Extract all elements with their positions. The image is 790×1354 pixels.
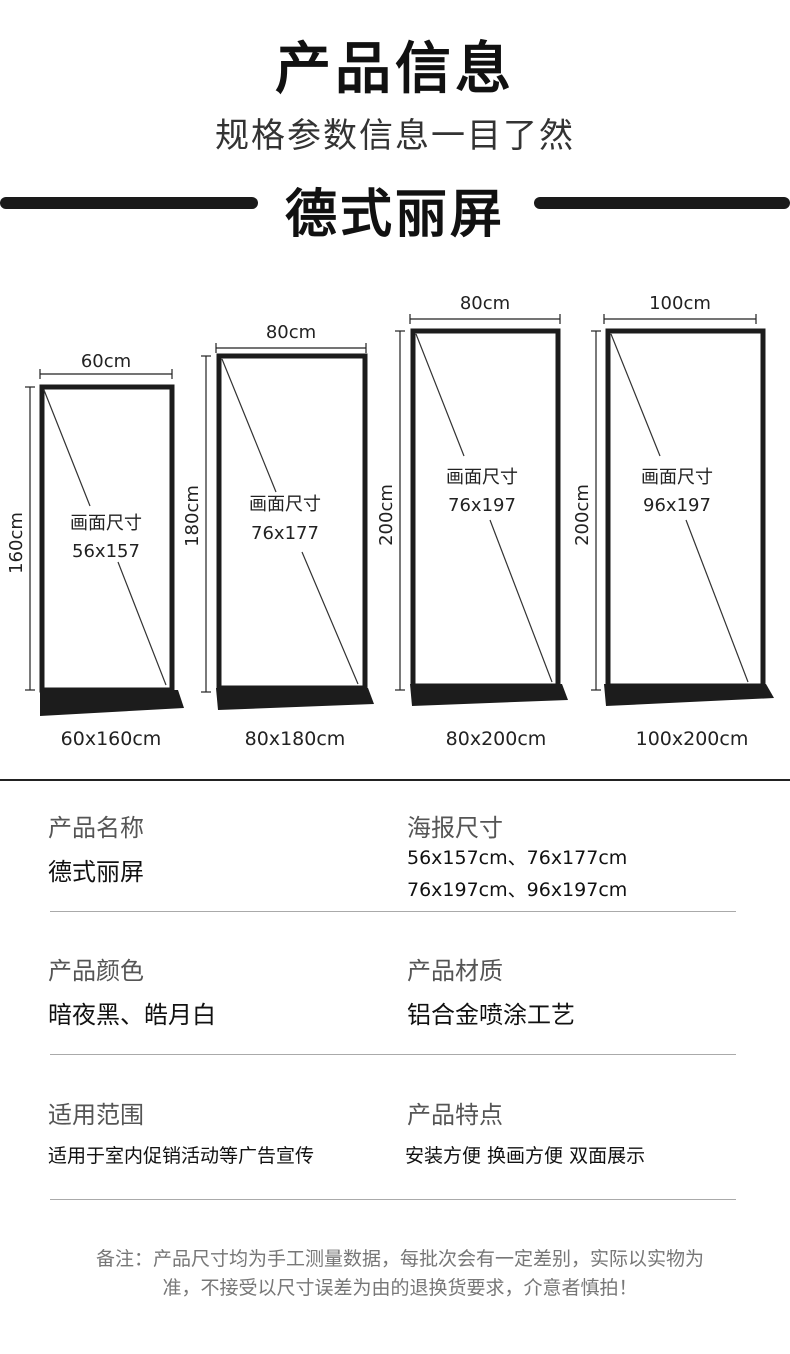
spec-color-label: 产品颜色 bbox=[48, 957, 144, 985]
frame-2-size-label: 80x180cm bbox=[244, 728, 346, 750]
spec-divider bbox=[50, 911, 736, 912]
frame-1: 60cm 160cm 画面尺寸 56x157 bbox=[6, 351, 184, 716]
frame-1-size-label: 60x160cm bbox=[60, 728, 162, 750]
frame-3: 80cm 200cm 画面尺寸 76x197 bbox=[376, 293, 568, 706]
frame-4-screen-size: 96x197 bbox=[643, 495, 711, 516]
frame-3-screen-size: 76x197 bbox=[448, 495, 516, 516]
spec-poster-line1: 56x157cm、76x177cm bbox=[407, 847, 628, 869]
spec-feature-value: 安装方便 换画方便 双面展示 bbox=[405, 1145, 646, 1167]
frame-1-width: 60cm bbox=[81, 351, 131, 372]
section-divider bbox=[0, 779, 790, 781]
frames-illustration: 60cm 160cm 画面尺寸 56x157 80cm 180cm 画面尺寸 7… bbox=[6, 293, 774, 716]
spec-divider bbox=[50, 1054, 736, 1055]
footnote-line-2: 准，不接受以尺寸误差为由的退换货要求，介意者慎拍！ bbox=[162, 1277, 638, 1299]
frame-4-base bbox=[604, 684, 774, 706]
spec-color-value: 暗夜黑、皓月白 bbox=[48, 1001, 216, 1029]
frame-2: 80cm 180cm 画面尺寸 76x177 bbox=[182, 322, 374, 710]
page-subtitle: 规格参数信息一目了然 bbox=[215, 116, 575, 156]
spec-poster-label: 海报尺寸 bbox=[407, 814, 503, 842]
frame-2-height: 180cm bbox=[182, 485, 203, 547]
spec-name-value: 德式丽屏 bbox=[48, 858, 144, 886]
frame-1-screen-size: 56x157 bbox=[72, 541, 140, 562]
frame-1-height: 160cm bbox=[6, 512, 27, 574]
frame-2-screen-size: 76x177 bbox=[251, 523, 319, 544]
frame-2-width: 80cm bbox=[266, 322, 316, 343]
spec-poster-line2: 76x197cm、96x197cm bbox=[407, 879, 628, 901]
frame-3-size-label: 80x200cm bbox=[445, 728, 547, 750]
spec-material-value: 铝合金喷涂工艺 bbox=[407, 1001, 575, 1029]
frame-4: 100cm 200cm 画面尺寸 96x197 bbox=[572, 293, 774, 706]
frame-2-base bbox=[216, 688, 374, 710]
spec-divider bbox=[50, 1199, 736, 1200]
spec-usage-value: 适用于室内促销活动等广告宣传 bbox=[48, 1145, 315, 1167]
frame-1-base bbox=[40, 690, 184, 716]
spec-material-label: 产品材质 bbox=[407, 957, 503, 985]
section-bar-left bbox=[0, 197, 258, 209]
frame-3-width: 80cm bbox=[460, 293, 510, 314]
frame-3-height: 200cm bbox=[376, 484, 397, 546]
spec-name-label: 产品名称 bbox=[48, 814, 144, 842]
section-title: 德式丽屏 bbox=[284, 185, 505, 245]
frame-4-height: 200cm bbox=[572, 484, 593, 546]
spec-feature-label: 产品特点 bbox=[407, 1101, 503, 1129]
section-bar-right bbox=[534, 197, 790, 209]
frame-4-size-label: 100x200cm bbox=[635, 728, 749, 750]
frame-1-outline bbox=[39, 384, 175, 693]
frame-3-screen-label: 画面尺寸 bbox=[446, 467, 518, 488]
frame-2-screen-label: 画面尺寸 bbox=[249, 494, 321, 515]
footnote-line-1: 备注：产品尺寸均为手工测量数据，每批次会有一定差别，实际以实物为 bbox=[95, 1248, 704, 1270]
frame-4-width: 100cm bbox=[649, 293, 711, 314]
frame-3-base bbox=[410, 684, 568, 706]
spec-usage-label: 适用范围 bbox=[48, 1101, 144, 1129]
frame-4-screen-label: 画面尺寸 bbox=[641, 467, 713, 488]
frame-1-screen-label: 画面尺寸 bbox=[70, 513, 142, 534]
page-title: 产品信息 bbox=[275, 37, 515, 102]
footnote: 备注：产品尺寸均为手工测量数据，每批次会有一定差别，实际以实物为 准，不接受以尺… bbox=[60, 1245, 740, 1303]
